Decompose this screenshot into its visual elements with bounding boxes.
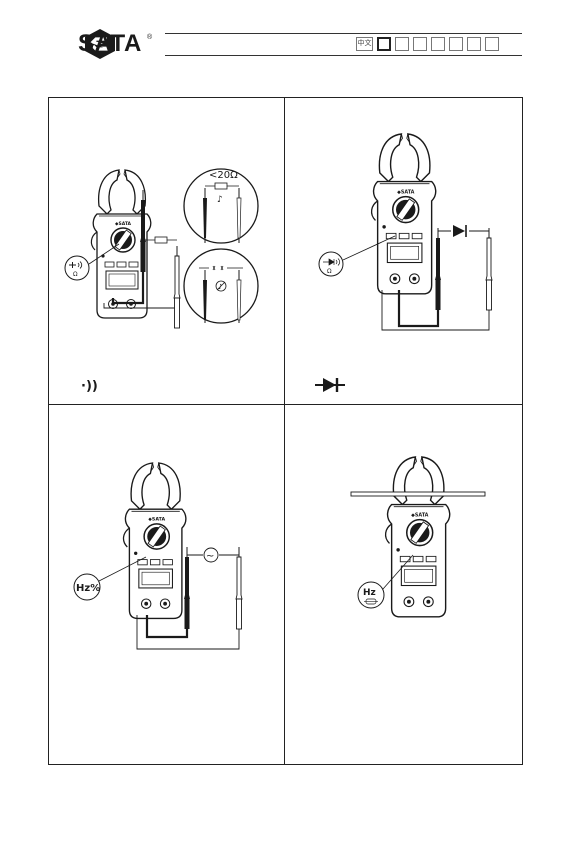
ac-source-icon: ~ xyxy=(187,548,239,562)
svg-text:Ω: Ω xyxy=(73,271,78,278)
beep-note-icon: ♪ xyxy=(217,195,223,205)
brand-name: SATA xyxy=(78,30,142,58)
continuity-symbol: ·)) xyxy=(81,379,98,394)
black-test-probe xyxy=(184,547,190,629)
lang-tab-6[interactable] xyxy=(467,37,481,51)
lang-tab-3[interactable] xyxy=(413,37,427,51)
svg-text:Ω: Ω xyxy=(327,268,332,275)
hz-percent-label: Hz% xyxy=(76,583,100,594)
lang-tab-chinese[interactable]: 中文 xyxy=(356,37,373,51)
panel-frequency-leads: Hz% ~ xyxy=(49,405,284,765)
hz-label: Hz xyxy=(363,588,376,598)
callout-low-resistance: <20Ω ♪ xyxy=(184,169,258,243)
registered-mark: ® xyxy=(147,34,152,41)
clamp-meter-illustration xyxy=(386,457,450,617)
lang-tab-1[interactable] xyxy=(377,37,391,51)
diode-symbol-icon xyxy=(315,378,345,392)
header-rule-top xyxy=(165,33,522,34)
clamp-meter-illustration xyxy=(372,134,436,294)
clamp-jaw-icon xyxy=(364,599,378,604)
lang-tab-5[interactable] xyxy=(449,37,463,51)
panel-diode-test: Ω xyxy=(285,98,522,404)
black-test-probe xyxy=(435,228,441,310)
lang-tab-2[interactable] xyxy=(395,37,409,51)
lang-tab-4[interactable] xyxy=(431,37,445,51)
diode-component-icon xyxy=(438,225,489,237)
red-test-probe xyxy=(486,228,492,310)
resistance-threshold-label: <20Ω xyxy=(209,170,238,181)
lang-tab-7[interactable] xyxy=(485,37,499,51)
ac-wave-symbol: ~ xyxy=(206,551,214,562)
callout-open-circuit: ♪ xyxy=(184,249,258,323)
panel-frequency-clamp: Hz xyxy=(285,405,522,765)
conductor-wire xyxy=(351,492,485,496)
header-rule-bottom xyxy=(165,55,522,56)
red-test-probe xyxy=(236,547,242,629)
panel-continuity-test: Ω <20Ω ♪ ♪ ·)) xyxy=(49,98,284,404)
language-selector: 中文 xyxy=(356,37,499,51)
red-test-probe xyxy=(174,246,180,328)
clamp-meter-illustration xyxy=(123,463,185,618)
